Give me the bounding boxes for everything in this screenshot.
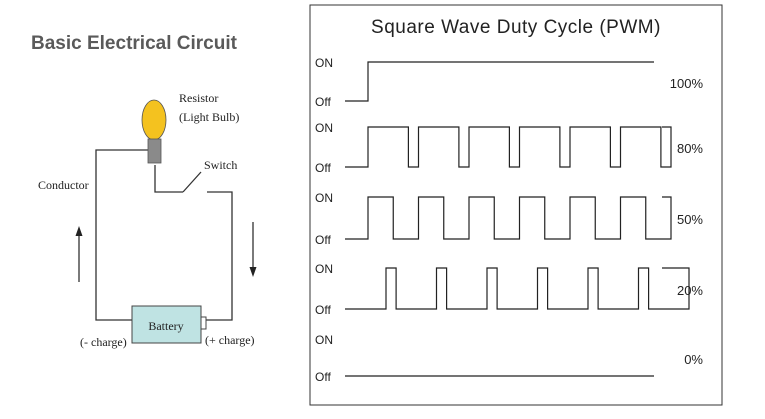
off-label: Off (315, 161, 331, 175)
on-label: ON (315, 333, 333, 347)
battery-label: Battery (148, 319, 183, 333)
pwm-waveform (345, 196, 672, 240)
conductor-wires (95, 149, 233, 321)
conductor-label: Conductor (38, 178, 89, 192)
on-label: ON (315, 121, 333, 135)
arrow-down-head (249, 267, 257, 277)
circuit-diagram: Basic Electrical Circuit Battery Resisto… (31, 33, 257, 349)
duty-label: 20% (677, 283, 703, 298)
bulb-base (147, 138, 162, 164)
current-arrows (78, 222, 254, 282)
switch-label: Switch (204, 158, 237, 172)
duty-label: 0% (684, 352, 703, 367)
duty-label: 80% (677, 141, 703, 156)
off-label: Off (315, 370, 331, 384)
negative-charge-label: (- charge) (80, 335, 127, 349)
switch-lever (182, 171, 202, 193)
pwm-waveform (345, 126, 672, 168)
pwm-rows: ON Off 100% ON Off 80% ON Off 50% ON Off 20% ON Off 0% (315, 56, 703, 384)
off-label: Off (315, 233, 331, 247)
on-label: ON (315, 56, 333, 70)
pwm-waveform (345, 61, 654, 102)
duty-label: 50% (677, 212, 703, 227)
battery (131, 305, 202, 344)
arrow-up-head (75, 226, 83, 236)
light-bulb (141, 99, 167, 141)
on-label: ON (315, 262, 333, 276)
pwm-title: Square Wave Duty Cycle (PWM) (371, 17, 661, 38)
positive-charge-label: (+ charge) (205, 333, 255, 347)
off-label: Off (315, 303, 331, 317)
off-label: Off (315, 95, 331, 109)
pwm-waveform (345, 267, 690, 310)
pwm-panel: Square Wave Duty Cycle (PWM) ONOff100%ON… (309, 4, 723, 406)
battery-terminal (200, 316, 207, 330)
resistor-label: Resistor (179, 91, 218, 105)
circuit-title: Basic Electrical Circuit (31, 33, 238, 54)
pwm-panel-frame (309, 4, 723, 406)
duty-label: 100% (670, 76, 704, 91)
on-label: ON (315, 191, 333, 205)
resistor-sublabel: (Light Bulb) (179, 110, 239, 124)
